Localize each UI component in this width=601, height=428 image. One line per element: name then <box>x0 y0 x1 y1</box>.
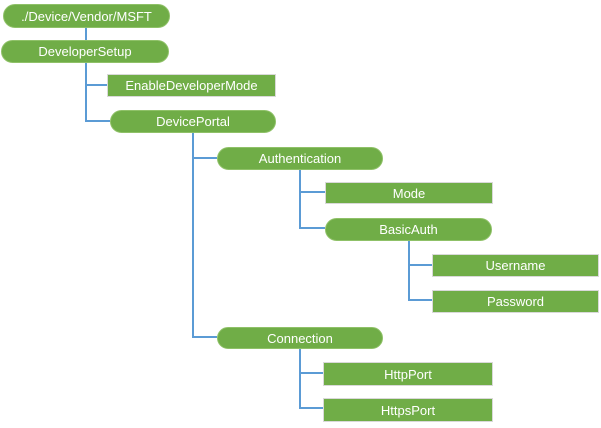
tree-connector <box>299 191 325 193</box>
tree-connector <box>299 372 323 374</box>
tree-connector <box>299 407 323 409</box>
tree-connector <box>299 227 325 229</box>
tree-connector <box>85 120 110 122</box>
tree-connector <box>85 84 107 86</box>
tree-connector <box>408 241 410 301</box>
tree-node-mode: Mode <box>325 182 493 204</box>
tree-connector <box>299 170 301 229</box>
tree-node-enabledevelopermode: EnableDeveloperMode <box>107 74 276 97</box>
tree-node-httpsport: HttpsPort <box>323 398 493 422</box>
tree-node-basicauth: BasicAuth <box>325 218 492 241</box>
tree-node-authentication: Authentication <box>217 147 383 170</box>
tree-node-password: Password <box>432 290 599 313</box>
tree-connector <box>192 157 217 159</box>
tree-node-device-vendor-msft: ./Device/Vendor/MSFT <box>3 4 170 28</box>
tree-node-httpport: HttpPort <box>323 362 493 386</box>
tree-node-username: Username <box>432 254 599 277</box>
tree-connector <box>192 336 217 338</box>
tree-node-connection: Connection <box>217 327 383 349</box>
tree-connector <box>408 299 432 301</box>
tree-connector <box>85 63 87 122</box>
tree-node-developersetup: DeveloperSetup <box>1 40 169 63</box>
tree-connector <box>85 28 87 41</box>
tree-node-deviceportal: DevicePortal <box>110 110 276 133</box>
tree-connector <box>192 133 194 338</box>
tree-connector <box>299 349 301 409</box>
tree-connector <box>408 264 432 266</box>
